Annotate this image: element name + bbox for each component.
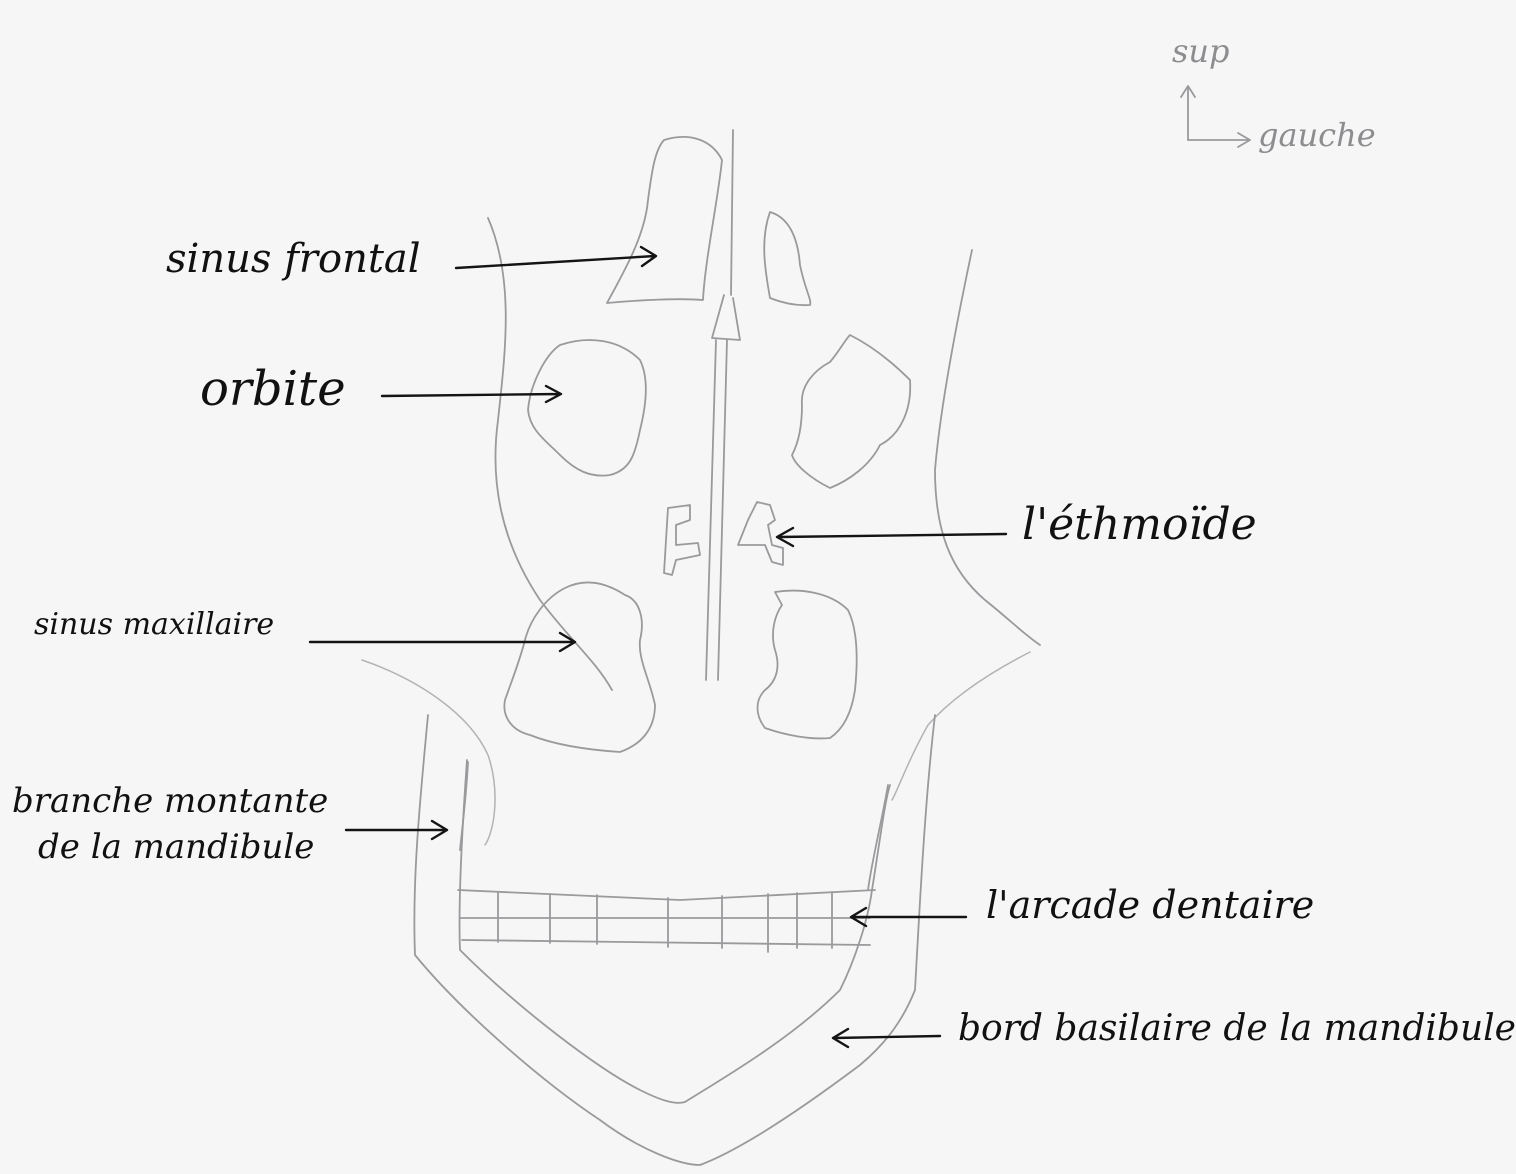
septum-shaft-left [706, 340, 716, 680]
right-cheek-contour [892, 652, 1030, 800]
septum-arrowhead [712, 295, 740, 340]
frontal-sinus-right-side [607, 137, 722, 303]
arrow-bord-basilaire [833, 1029, 940, 1047]
label-bord-basilaire: bord basilaire de la mandibule [958, 1010, 1516, 1048]
label-sinus-frontal: sinus frontal [166, 238, 421, 280]
arrow-sinus-maxillaire [310, 633, 575, 651]
left-ramus-line [460, 762, 468, 850]
left-cheek-contour [362, 660, 495, 845]
orbit-right-side [528, 340, 646, 476]
orientation-right-arrow [1188, 133, 1250, 147]
dental-arcade-upper [458, 890, 875, 900]
arrow-ethmoide [777, 528, 1006, 546]
dental-arcade-lower [462, 940, 870, 945]
ethmoid-right-part [664, 505, 700, 575]
right-ramus-line [868, 785, 888, 890]
orientation-up-arrow [1181, 86, 1195, 140]
orbit-left-side [792, 335, 910, 488]
arrow-sinus-frontal [456, 247, 656, 268]
frontal-sinus-left-side [764, 212, 810, 305]
nasal-septum [731, 130, 733, 295]
label-orbite: orbite [200, 364, 346, 414]
mandible-inner-contour [459, 760, 890, 1103]
arrow-branche-montante [346, 821, 447, 839]
septum-shaft-right [718, 340, 727, 680]
arrow-orbite [382, 386, 561, 402]
label-arcade-dentaire: l'arcade dentaire [986, 886, 1314, 926]
label-branche-montante-line2: de la mandibule [38, 830, 314, 866]
skull-right-outline [935, 250, 1040, 645]
label-sinus-maxillaire: sinus maxillaire [34, 609, 274, 641]
ethmoid-left-part [738, 502, 783, 565]
maxillary-sinus-right-side [504, 582, 655, 752]
orientation-label-up: sup [1172, 32, 1230, 70]
orientation-label-right: gauche [1258, 116, 1376, 154]
maxillary-sinus-left-side [758, 591, 857, 739]
skull-left-outline [488, 218, 612, 690]
label-ethmoide: l'éthmoïde [1022, 502, 1257, 548]
label-branche-montante-line1: branche montante [12, 784, 328, 820]
